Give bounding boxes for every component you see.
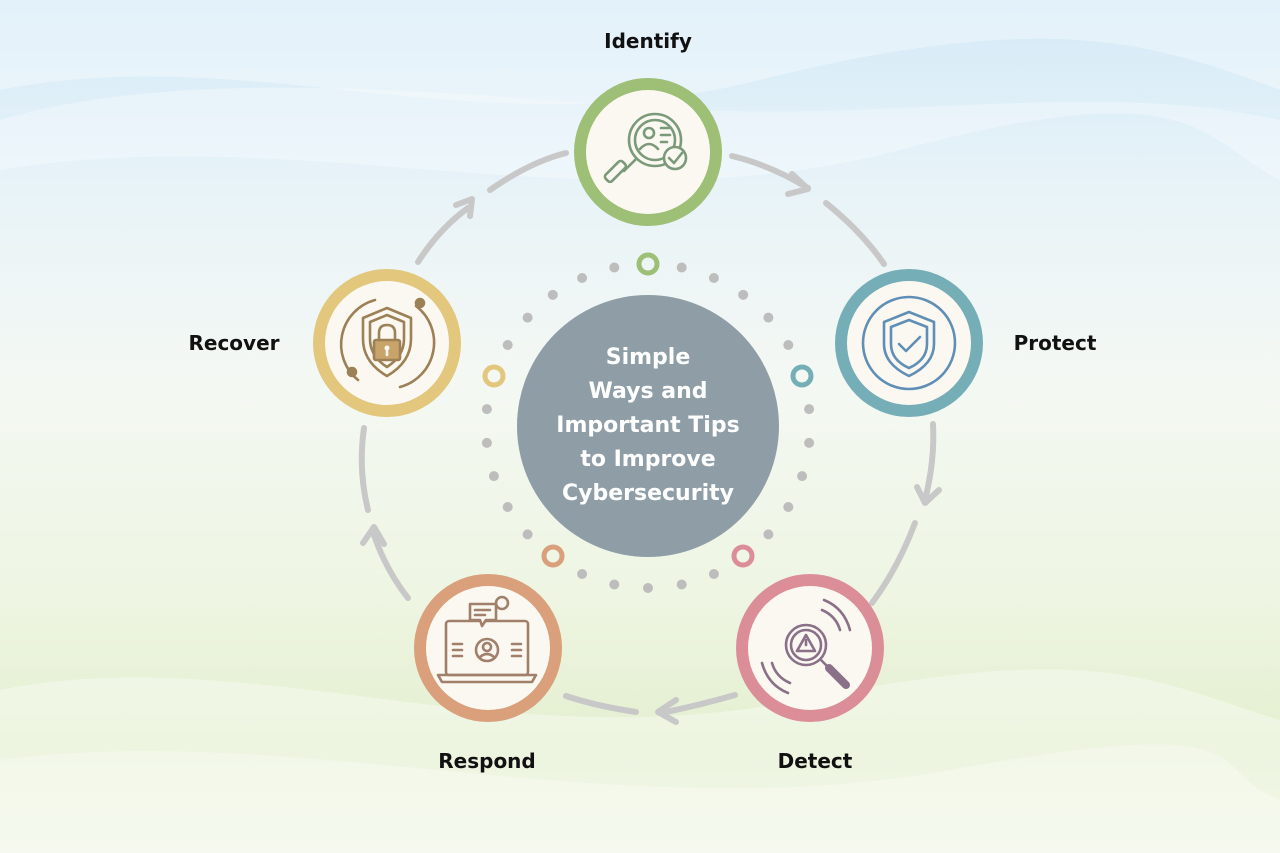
ring-dot (763, 312, 774, 323)
arc-recover-identify (415, 205, 471, 265)
ring-marker-protect (790, 364, 814, 388)
ring-dot (676, 579, 687, 590)
laptop-chat-support-icon (436, 595, 538, 684)
arc-detect-respond (663, 692, 738, 715)
ring-dot (643, 583, 653, 593)
ring-dot (522, 529, 533, 540)
stage-identify (574, 78, 722, 226)
center-title-line-3: Important Tips (556, 413, 740, 438)
label-protect: Protect (1013, 331, 1097, 355)
ring-dot (804, 437, 815, 448)
arrow-head-to-recover (360, 524, 387, 547)
cycle-track (358, 150, 937, 715)
shield-lock-icon (339, 297, 436, 389)
stage-protect (835, 269, 983, 417)
center-title-line-5: Cybersecurity (562, 481, 734, 506)
label-respond: Respond (438, 749, 536, 773)
arc-identify-protect (729, 153, 811, 191)
label-detect: Detect (777, 749, 853, 773)
center-title-line-1: Simple (605, 345, 691, 370)
arc-respond-recover (371, 532, 411, 601)
ring-dot (804, 404, 815, 415)
ring-dot (783, 340, 794, 350)
ring-dot (708, 569, 719, 579)
arc-protect-detect (922, 421, 937, 503)
arc-detect-respond-2 (563, 693, 639, 715)
ring-dot (763, 529, 774, 540)
center-title: Simple Ways and Important Tips to Improv… (533, 341, 763, 511)
arrow-head-to-respond (655, 697, 679, 725)
ring-dot (676, 262, 687, 273)
center-circle (517, 295, 779, 557)
ring-dot (481, 404, 492, 415)
ring-dot (481, 437, 492, 448)
arc-protect-detect-2 (869, 520, 918, 606)
ring-dot (502, 340, 513, 350)
dotted-ring (481, 262, 815, 593)
stage-respond (414, 574, 562, 722)
center-title-line-2: Ways and (588, 379, 708, 404)
ring-marker-detect (731, 544, 755, 568)
magnifier-profile-check-icon (603, 112, 688, 184)
ring-marker-respond (541, 544, 565, 568)
ring-dot (502, 502, 513, 512)
ring-dot (488, 471, 499, 482)
ring-dot (738, 289, 749, 300)
arrow-head-to-detect (914, 484, 942, 506)
arc-recover-identify-2 (487, 150, 569, 193)
ring-dot (547, 289, 558, 300)
arrow-head-to-protect (785, 171, 811, 197)
magnifier-warning-icon (760, 598, 852, 695)
ring-dot (783, 502, 794, 512)
ring-dot (609, 262, 620, 273)
stage-recover (313, 269, 461, 417)
stage-detect (736, 574, 884, 722)
ring-dot (708, 273, 719, 283)
ring-dot (577, 273, 588, 283)
arc-respond-recover-2 (358, 425, 371, 513)
shield-check-icon (861, 295, 957, 391)
ring-marker-recover (482, 364, 506, 388)
arc-identify-protect-2 (823, 200, 887, 267)
ring-marker-identify (636, 252, 660, 276)
ring-dot (797, 471, 808, 482)
center-title-line-4: to Improve (580, 447, 716, 472)
ring-dot (577, 569, 588, 579)
label-recover: Recover (188, 331, 280, 355)
label-identify: Identify (604, 29, 692, 53)
ring-dot (522, 312, 533, 323)
arrow-head-to-identify (453, 196, 475, 219)
ring-dot (609, 579, 620, 590)
